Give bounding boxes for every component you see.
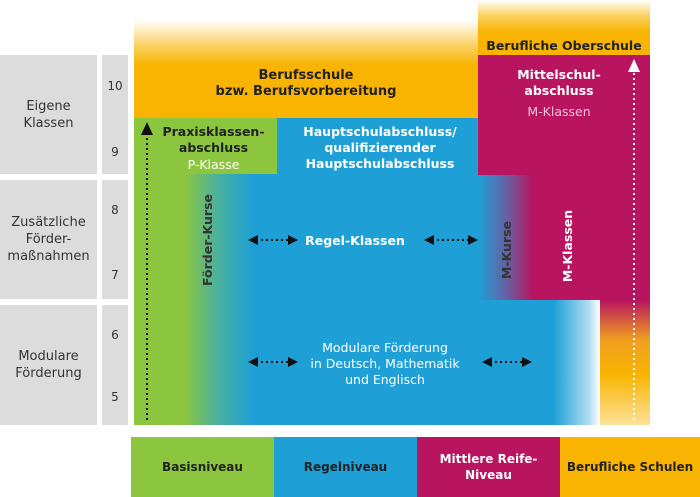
- row-label-zusaetzliche-foerdermassnahmen: Zusätzliche Förder- maßnahmen: [0, 180, 97, 299]
- left-vertical-arrow-icon: [141, 122, 153, 420]
- right-vertical-arrow-icon: [628, 59, 640, 420]
- grade-8: 8: [102, 180, 128, 240]
- hauptschulabschluss-label: Hauptschulabschluss/ qualifizierender Ha…: [303, 124, 457, 171]
- legend-berufliche-schulen: Berufliche Schulen: [560, 437, 700, 497]
- m-klassen-top-label: M-Klassen: [527, 104, 591, 119]
- row-label-eigene-klassen: Eigene Klassen: [0, 55, 97, 174]
- m-kurse-gradient: [478, 175, 533, 300]
- modular-left-double-arrow-icon: [248, 357, 298, 367]
- grade-5: 5: [102, 365, 128, 425]
- praxisklassen-block: [134, 118, 277, 174]
- berufliche-oberschule-label: Berufliche Oberschule: [486, 38, 642, 53]
- legend-mittlere-reife-niveau: Mittlere Reife- Niveau: [417, 437, 560, 497]
- regel-left-double-arrow-icon: [248, 235, 298, 245]
- berufliche-schulen-column: [600, 55, 650, 425]
- legend-regelniveau: Regelniveau: [274, 437, 417, 497]
- grade-10: 10: [102, 55, 128, 118]
- modulare-foerderung-label: Modulare Förderung in Deutsch, Mathemati…: [310, 340, 460, 387]
- mittelschulabschluss-label: Mittelschul- abschluss: [517, 67, 601, 98]
- row-label-modulare-foerderung: Modulare Förderung: [0, 305, 97, 425]
- grade-7: 7: [102, 240, 128, 299]
- p-klasse-label: P-Klasse: [187, 157, 240, 172]
- legend-basisniveau: Basisniveau: [131, 437, 274, 497]
- grade-9: 9: [102, 118, 128, 174]
- modular-right-double-arrow-icon: [482, 357, 532, 367]
- regel-right-double-arrow-icon: [424, 235, 478, 245]
- praxisklassen-label: Praxisklassen- abschluss: [162, 124, 265, 155]
- berufsschule-block: [134, 20, 478, 118]
- grade-6: 6: [102, 305, 128, 365]
- berufliche-oberschule-block: [478, 0, 650, 55]
- regel-klassen-label: Regel-Klassen: [305, 233, 405, 248]
- berufsschule-label: Berufsschule bzw. Berufsvorbereitung: [215, 68, 397, 99]
